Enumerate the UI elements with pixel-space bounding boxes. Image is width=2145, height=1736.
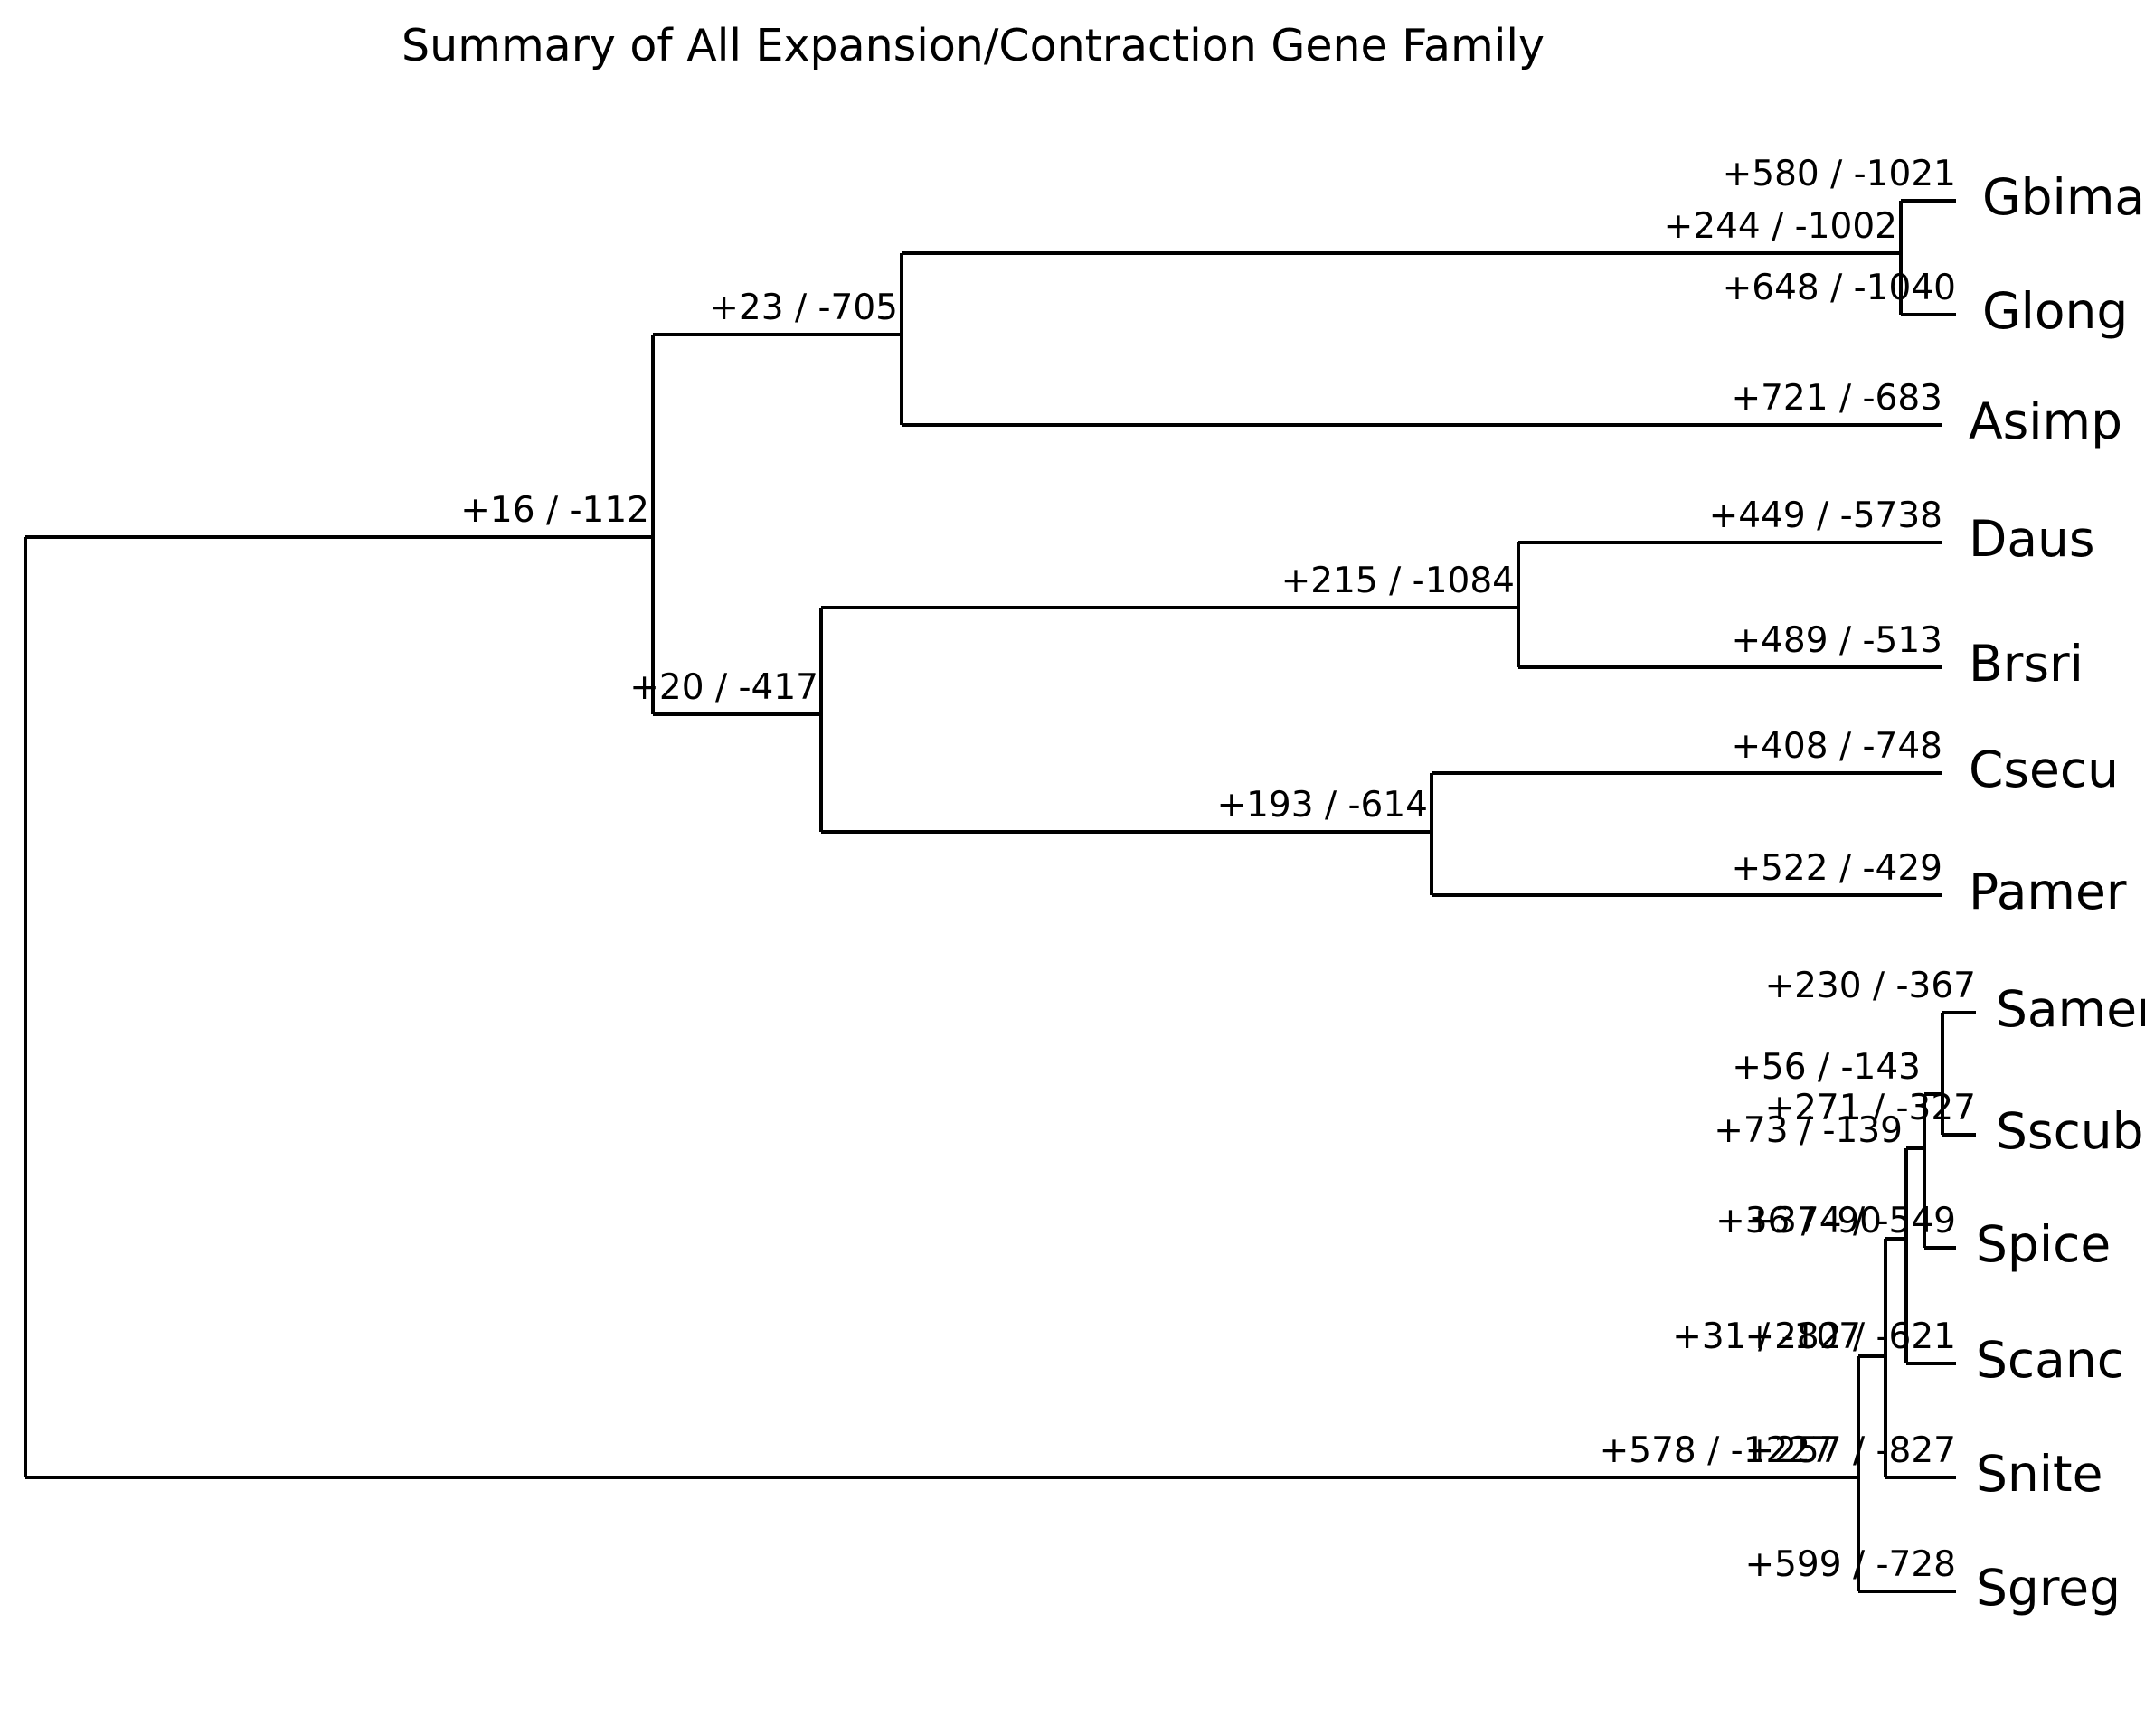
branch-label-n23: +23 / -705 [709,288,898,328]
tip-label-spice: Spice [1976,1215,2111,1273]
branch-label-asimp: +721 / -683 [1731,378,1942,419]
tip-labels: Gbima Glong Asimp Daus Brsri Csecu Pamer… [1969,168,2145,1617]
branch-label-n20: +20 / -417 [629,667,818,708]
page-title-text: Summary of All Expansion/Contraction Gen… [402,20,1545,71]
tip-label-snite: Snite [1976,1445,2102,1503]
branch-label-samer: +230 / -367 [1764,966,1976,1006]
tip-label-scanc: Scanc [1976,1331,2124,1389]
branch-label-snite: +257 / -827 [1744,1430,1956,1471]
branch-label-n56: +56 / -143 [1732,1047,1921,1088]
branch-label-gbima: +580 / -1021 [1723,154,1956,194]
branch-label-pamer: +522 / -429 [1731,848,1942,889]
branch-label-n244: +244 / -1002 [1664,206,1897,247]
branch-label-n193: +193 / -614 [1216,785,1428,826]
branch-label-sscub: +271 / -327 [1764,1088,1976,1128]
branch-label-scanc: +282 / -621 [1744,1316,1956,1357]
tip-label-glong: Glong [1982,282,2128,340]
tip-label-samer: Samer [1996,980,2145,1038]
tip-label-brsri: Brsri [1969,635,2084,693]
branch-label-spice: +374 / -549 [1744,1201,1956,1241]
branch-label-daus: +449 / -5738 [1709,495,1942,536]
branch-label-glong: +648 / -1040 [1723,268,1956,308]
branch-label-n578: +578 / -1227 [1600,1430,1833,1471]
tip-label-csecu: Csecu [1969,741,2119,798]
branch-label-n215: +215 / -1084 [1281,561,1515,601]
branch-label-sgreg: +599 / -728 [1744,1544,1956,1585]
page-title: Summary of All Expansion/Contraction Gen… [0,20,2145,71]
tip-label-daus: Daus [1969,510,2095,568]
tip-label-asimp: Asimp [1969,392,2122,450]
tip-label-sscub: Sscub [1996,1102,2144,1160]
tip-label-pamer: Pamer [1969,863,2127,920]
branch-label-n16: +16 / -112 [460,490,649,531]
branch-label-n36: +36 / -90 [1715,1201,1882,1241]
branch-label-csecu: +408 / -748 [1731,726,1942,767]
tip-label-gbima: Gbima [1982,168,2145,226]
tree-branches [24,199,1976,1593]
branch-label-n31: +31 / -107 [1672,1316,1861,1357]
branch-labels: +580 / -1021 +648 / -1040 +721 / -683 +4… [460,154,1976,1585]
branch-label-n73: +73 / -139 [1714,1110,1903,1151]
branch-label-brsri: +489 / -513 [1731,620,1942,661]
tip-label-sgreg: Sgreg [1976,1559,2121,1617]
